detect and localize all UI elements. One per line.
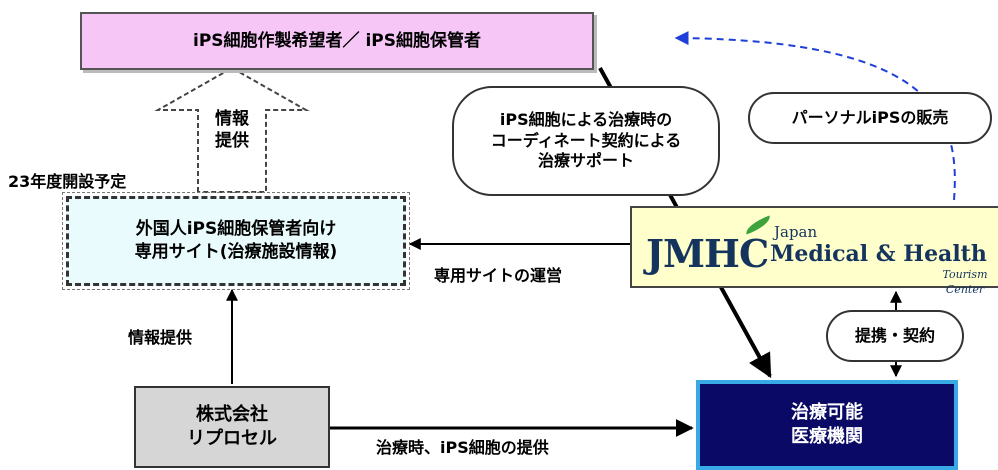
- hollow-up-arrow: [154, 66, 310, 193]
- info-provision-up-line1: 情報: [215, 109, 249, 129]
- reprocell-line1: 株式会社: [196, 403, 268, 425]
- coordination-line3: 治療サポート: [537, 151, 634, 171]
- foreign-site-line1: 外国人iPS細胞保管者向け: [135, 219, 337, 240]
- personal-ips-sale-bubble: パーソナルiPSの販売: [748, 92, 992, 144]
- coordination-bubble: iPS細胞による治療時の コーディネート契約による 治療サポート: [452, 86, 720, 196]
- jmhc-logo-box: JMHC Japan Medical & Health Tourism Cent…: [630, 206, 998, 296]
- medical-institution-box: 治療可能 医療機関: [696, 380, 958, 470]
- sale-dashed-arrow: [674, 31, 956, 201]
- ips-applicant-box: iPS細胞作製希望者／ iPS細胞保管者: [80, 12, 594, 70]
- medical-line2: 医療機関: [791, 426, 863, 447]
- jmhc-logo-text: JMHC: [646, 231, 769, 276]
- treatment-supply-label: 治療時、iPS細胞の提供: [376, 438, 549, 457]
- foreign-site-line2: 専用サイト(治療施設情報): [134, 242, 338, 262]
- coordination-line2: コーディネート契約による: [490, 130, 682, 150]
- medical-line1: 治療可能: [791, 401, 863, 423]
- ips-applicant-label: iPS細胞作製希望者／ iPS細胞保管者: [193, 30, 481, 51]
- foreign-site-box: 外国人iPS細胞保管者向け 専用サイト(治療施設情報): [62, 192, 410, 290]
- reprocell-box: 株式会社 リプロセル: [134, 386, 330, 468]
- jmhc-japan-text: Japan: [774, 223, 818, 241]
- tieup-bubble: 提携・契約: [826, 310, 964, 362]
- info-provision-up-label: 情報 提供: [206, 108, 258, 152]
- site-operation-label: 専用サイトの運営: [434, 266, 563, 285]
- jmhc-tourism-text: Tourism Center: [942, 268, 988, 296]
- tieup-label: 提携・契約: [854, 325, 935, 345]
- jmhc-name-text: Medical & Health: [770, 241, 987, 267]
- reprocell-line2: リプロセル: [187, 428, 277, 449]
- planned-label: 23年度開設予定: [8, 172, 127, 191]
- info-provision-up-line2: 提供: [215, 131, 249, 152]
- info-provision-label: 情報提供: [128, 328, 193, 347]
- sale-label: パーソナルiPSの販売: [791, 107, 949, 127]
- coordination-line1: iPS細胞による治療時の: [499, 109, 673, 129]
